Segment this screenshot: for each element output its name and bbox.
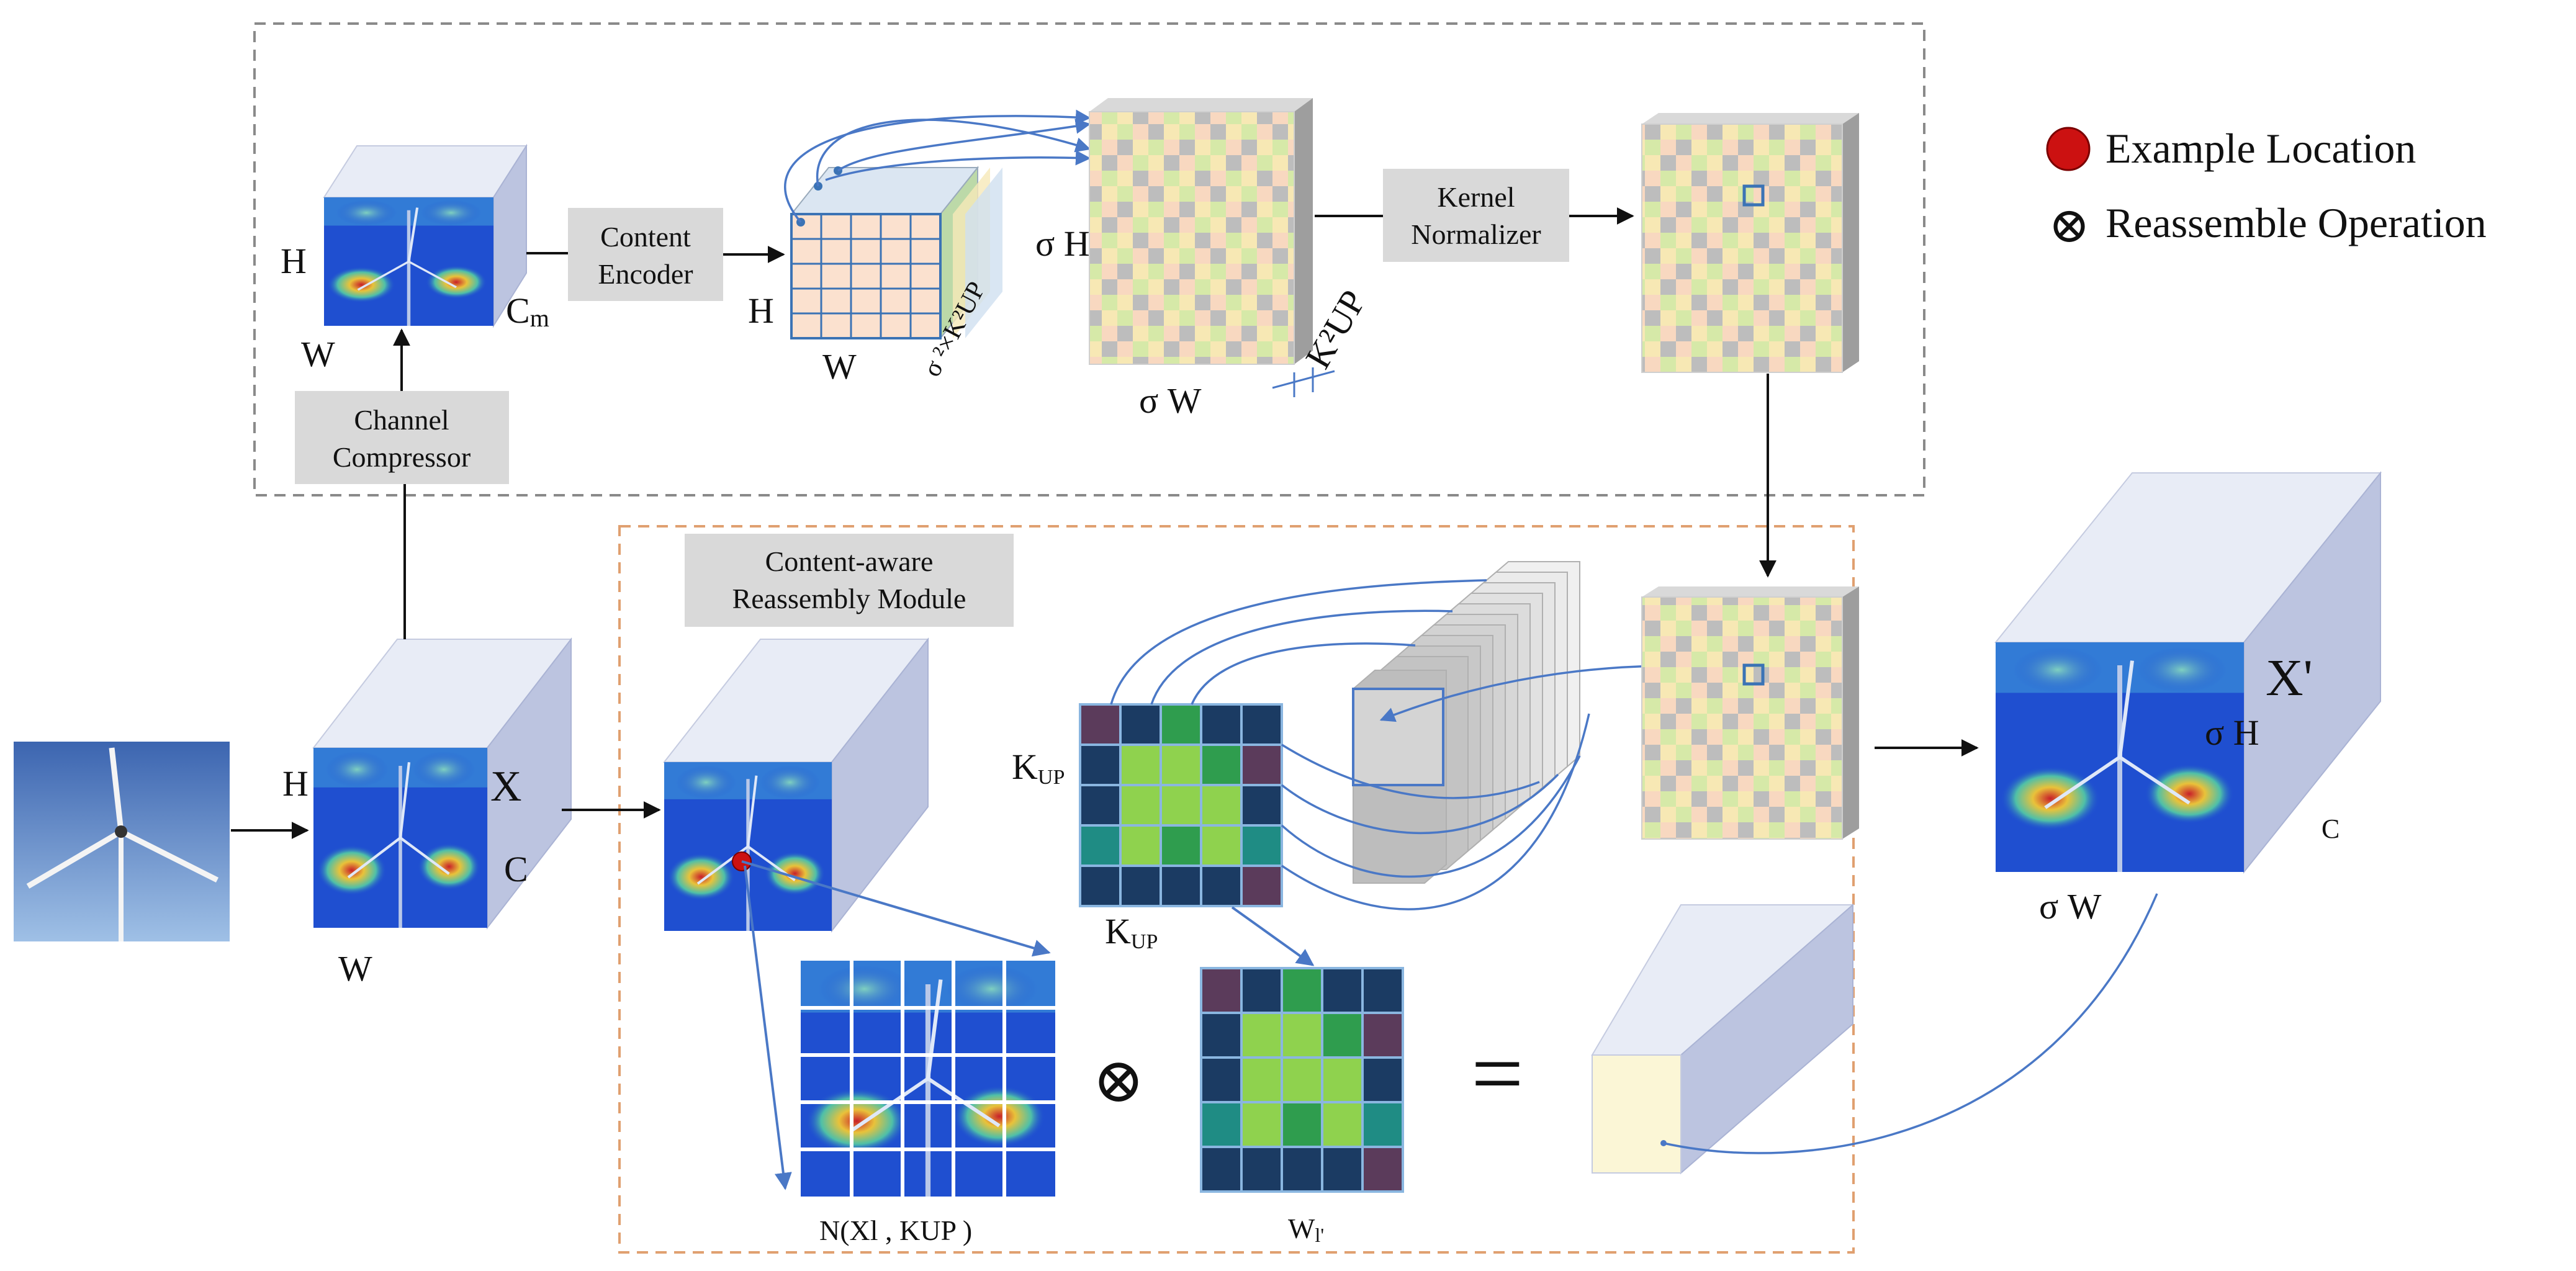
encoder-to-kernel-arrows xyxy=(784,109,1091,223)
equals-sign: = xyxy=(1471,1022,1524,1125)
reassembly-feature-cube xyxy=(662,637,930,933)
channel-compressor-line2: Compressor xyxy=(333,441,471,473)
content-encoder-line1: Content xyxy=(600,221,691,253)
legend: Example Location ⊗ Reassemble Operation xyxy=(2046,125,2487,253)
enc-w-label: W xyxy=(822,346,857,387)
comp-w-label: W xyxy=(301,334,335,374)
normalized-kernel-map xyxy=(1641,113,1859,373)
enc-h-label: H xyxy=(748,290,774,331)
input-image xyxy=(14,742,230,941)
comp-cm-label: Cm xyxy=(506,290,549,332)
neighborhood-label: N(Xl , KUP ) xyxy=(819,1215,972,1246)
kernel-stack-curves xyxy=(1110,579,1752,910)
reassembly-module-line2: Reassembly Module xyxy=(732,583,966,614)
kernel-depth-dimension-line xyxy=(1272,367,1335,397)
output-feature-cube xyxy=(1994,471,2382,874)
kernel-normalizer-line1: Kernel xyxy=(1437,181,1515,213)
input-w-label: W xyxy=(338,948,372,989)
kup-left-label: KUP xyxy=(1012,747,1065,789)
kernel-prediction-module-frame xyxy=(253,22,1925,496)
input-c-label: C xyxy=(504,849,528,889)
content-encoder-line2: Encoder xyxy=(598,258,693,290)
channel-compressor-line1: Channel xyxy=(354,404,449,436)
output-c-label: C xyxy=(2322,814,2340,844)
comp-h-label: H xyxy=(281,241,307,281)
reassemble-operator: ⊗ xyxy=(1092,1046,1145,1115)
red-dot-icon xyxy=(2046,127,2091,171)
neighborhood-arrows xyxy=(741,860,1051,1190)
result-to-output-curve xyxy=(1663,893,2158,1154)
input-x-label: X xyxy=(490,763,522,811)
input-feature-cube xyxy=(312,637,573,930)
compressed-feature-cube xyxy=(323,143,528,328)
kernel-map xyxy=(1089,98,1313,365)
reassembly-module-line1: Content-aware xyxy=(765,546,934,577)
reassembly-module-box: Content-aware Reassembly Module xyxy=(685,534,1014,627)
wl-kernel-grid xyxy=(1200,967,1404,1193)
output-sigma-h-label: σ H xyxy=(2205,712,2259,753)
encoded-kernel-grid xyxy=(790,166,1002,340)
kernel-normalizer-box: Kernel Normalizer xyxy=(1383,169,1569,262)
kup-bottom-label: KUP xyxy=(1105,911,1158,953)
result-pixel-column xyxy=(1591,903,1854,1175)
channel-compressor-box: Channel Compressor xyxy=(295,391,509,484)
legend-example-location: Example Location xyxy=(2105,125,2416,172)
normalized-kernel-map-copy xyxy=(1641,586,1859,840)
kernel-normalizer-line2: Normalizer xyxy=(1411,218,1541,250)
wl-label: Wl' xyxy=(1288,1213,1324,1246)
output-x-label: X' xyxy=(2266,649,2313,707)
kernel-sigma-w-label: σ W xyxy=(1139,380,1202,421)
input-h-label: H xyxy=(282,763,308,804)
kernel-sigma-h-label: σ H xyxy=(1035,223,1090,264)
legend-reassemble-operation: Reassemble Operation xyxy=(2105,199,2487,246)
content-encoder-box: Content Encoder xyxy=(568,208,723,301)
arrow-kup-to-wl xyxy=(1231,906,1315,966)
otimes-icon: ⊗ xyxy=(2048,199,2090,253)
output-sigma-w-label: σ W xyxy=(2039,886,2102,927)
kernel-stack xyxy=(1352,561,1580,884)
kup-kernel-grid xyxy=(1079,703,1283,907)
neighborhood-patch xyxy=(801,961,1055,1197)
reassembly-module-frame xyxy=(618,525,1855,1254)
